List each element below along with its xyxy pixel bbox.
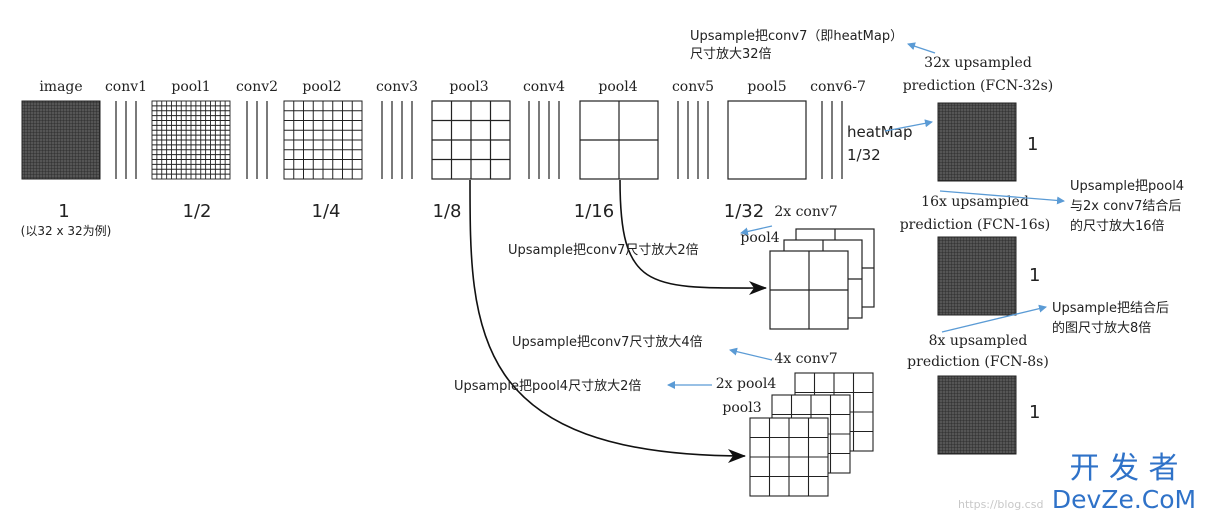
- feature-maps-row: [21, 100, 843, 180]
- pool2-grid: [283, 100, 363, 180]
- stage-label-conv2: conv2: [236, 79, 278, 95]
- annotation5-arrow: [729, 347, 773, 361]
- pool2-feature-map: [283, 100, 363, 180]
- annotation4: Upsample把conv7尺寸放大2倍: [508, 243, 699, 258]
- prediction-column: 32x upsampled prediction (FCN-32s) 1 16x…: [900, 55, 1054, 455]
- conv4-layer-lines: [528, 101, 560, 179]
- scale-label-1-16: 1/16: [574, 201, 614, 222]
- stage-label-pool2: pool2: [302, 79, 341, 95]
- heatmap-scale: 1/32: [847, 146, 881, 164]
- pool4-feature-map: [579, 100, 659, 180]
- example-size-note: (以32 x 32为例): [21, 224, 112, 238]
- watermark: https://blog.csd 开 发 者 DevZe.CoM: [958, 451, 1196, 514]
- stage-label-conv4: conv4: [523, 79, 565, 95]
- fcn8-subtitle: prediction (FCN-8s): [907, 354, 1049, 370]
- fcn8-title: 8x upsampled: [929, 333, 1028, 349]
- annotation4-arrow: [740, 225, 773, 236]
- stage-labels: image conv1 pool1 conv2 pool2 conv3 pool…: [39, 79, 866, 95]
- fcn16-prediction-map: [937, 236, 1017, 316]
- fusion8-front-grid: [749, 417, 829, 497]
- annotation1-line1: Upsample把conv7（即heatMap）: [690, 29, 903, 44]
- annotation-arrows: [667, 42, 1065, 389]
- scale-labels: 1 1/2 1/4 1/8 1/16 1/32: [58, 201, 764, 222]
- scale-label-1-32: 1/32: [724, 201, 764, 222]
- stage-label-conv67: conv6-7: [810, 79, 866, 95]
- watermark-url: https://blog.csd: [958, 498, 1043, 511]
- pool3-grid: [431, 100, 511, 180]
- stage-label-pool3: pool3: [449, 79, 488, 95]
- stage-label-pool5: pool5: [747, 79, 786, 95]
- stage-label-pool1: pool1: [171, 79, 210, 95]
- stage-label-conv5: conv5: [672, 79, 714, 95]
- stage-label-conv1: conv1: [105, 79, 147, 95]
- fusion16-conv7-label: 2x conv7: [774, 204, 837, 220]
- annotation5: Upsample把conv7尺寸放大4倍: [512, 335, 703, 350]
- annotation2-line1: Upsample把pool4: [1070, 179, 1184, 194]
- pool5-feature-map: [727, 100, 807, 180]
- fcn8-value: 1: [1029, 402, 1040, 423]
- fusion8-conv7-label: 4x conv7: [774, 351, 837, 367]
- fcn8-prediction-map: [937, 375, 1017, 455]
- pool1-grid: [151, 100, 231, 180]
- fusion8-pool4-label: 2x pool4: [716, 376, 777, 392]
- scale-label-1-2: 1/2: [183, 201, 212, 222]
- stage-label-conv3: conv3: [376, 79, 418, 95]
- fusion8-stack: 4x conv7 2x pool4 pool3: [716, 351, 874, 497]
- fusion16-pool4-label: pool4: [740, 230, 779, 246]
- fcn16-value: 1: [1029, 265, 1040, 286]
- fcn32-title: 32x upsampled: [924, 55, 1032, 71]
- pool3-feature-map: [431, 100, 511, 180]
- conv2-layer-lines: [246, 101, 268, 179]
- annotation3-line2: 的图尺寸放大8倍: [1052, 320, 1151, 336]
- conv3-layer-lines: [381, 101, 413, 179]
- fusion16-front-grid: [769, 250, 849, 330]
- annotations: Upsample把conv7（即heatMap） 尺寸放大32倍 Upsampl…: [454, 29, 1184, 394]
- watermark-en: DevZe.CoM: [1052, 485, 1196, 514]
- annotation2-line3: 的尺寸放大16倍: [1070, 218, 1165, 234]
- scale-label-1-8: 1/8: [433, 201, 462, 222]
- annotation3-arrow: [941, 304, 1047, 333]
- fusion16-stack: 2x conv7 pool4: [740, 204, 875, 330]
- annotation1-line2: 尺寸放大32倍: [690, 47, 772, 62]
- annotation2-arrow: [939, 190, 1065, 205]
- pool1-feature-map: [151, 100, 231, 180]
- annotation1-arrow: [907, 42, 936, 54]
- fcn32-subtitle: prediction (FCN-32s): [903, 78, 1054, 94]
- fcn32-prediction-map: [937, 102, 1017, 182]
- fusion16-grids: [769, 228, 875, 330]
- pool3-skip-arrow: [469, 179, 746, 463]
- annotation2-line2: 与2x conv7结合后: [1070, 199, 1181, 214]
- fusion8-grids: [749, 372, 874, 497]
- pool4-grid: [579, 100, 659, 180]
- scale-label-1-4: 1/4: [312, 201, 341, 222]
- annotation6: Upsample把pool4尺寸放大2倍: [454, 379, 641, 394]
- fcn32-value: 1: [1027, 134, 1038, 155]
- conv5-layer-lines: [677, 101, 709, 179]
- conv1-layer-lines: [115, 101, 137, 179]
- stage-label-pool4: pool4: [598, 79, 637, 95]
- watermark-cn: 开 发 者: [1069, 451, 1178, 486]
- conv67-layer-lines: [821, 101, 843, 179]
- heatmap-arrow: [884, 119, 933, 132]
- fusion8-pool3-label: pool3: [722, 400, 761, 416]
- scale-label-1: 1: [58, 201, 69, 222]
- heatmap-label: heatMap: [847, 123, 912, 141]
- pool4-skip-arrow: [619, 179, 767, 296]
- annotation3-line1: Upsample把结合后: [1052, 301, 1169, 316]
- fcn16-title: 16x upsampled: [921, 194, 1029, 210]
- image-feature-map: [21, 100, 101, 180]
- fcn16-subtitle: prediction (FCN-16s): [900, 217, 1051, 233]
- stage-label-image: image: [39, 79, 82, 95]
